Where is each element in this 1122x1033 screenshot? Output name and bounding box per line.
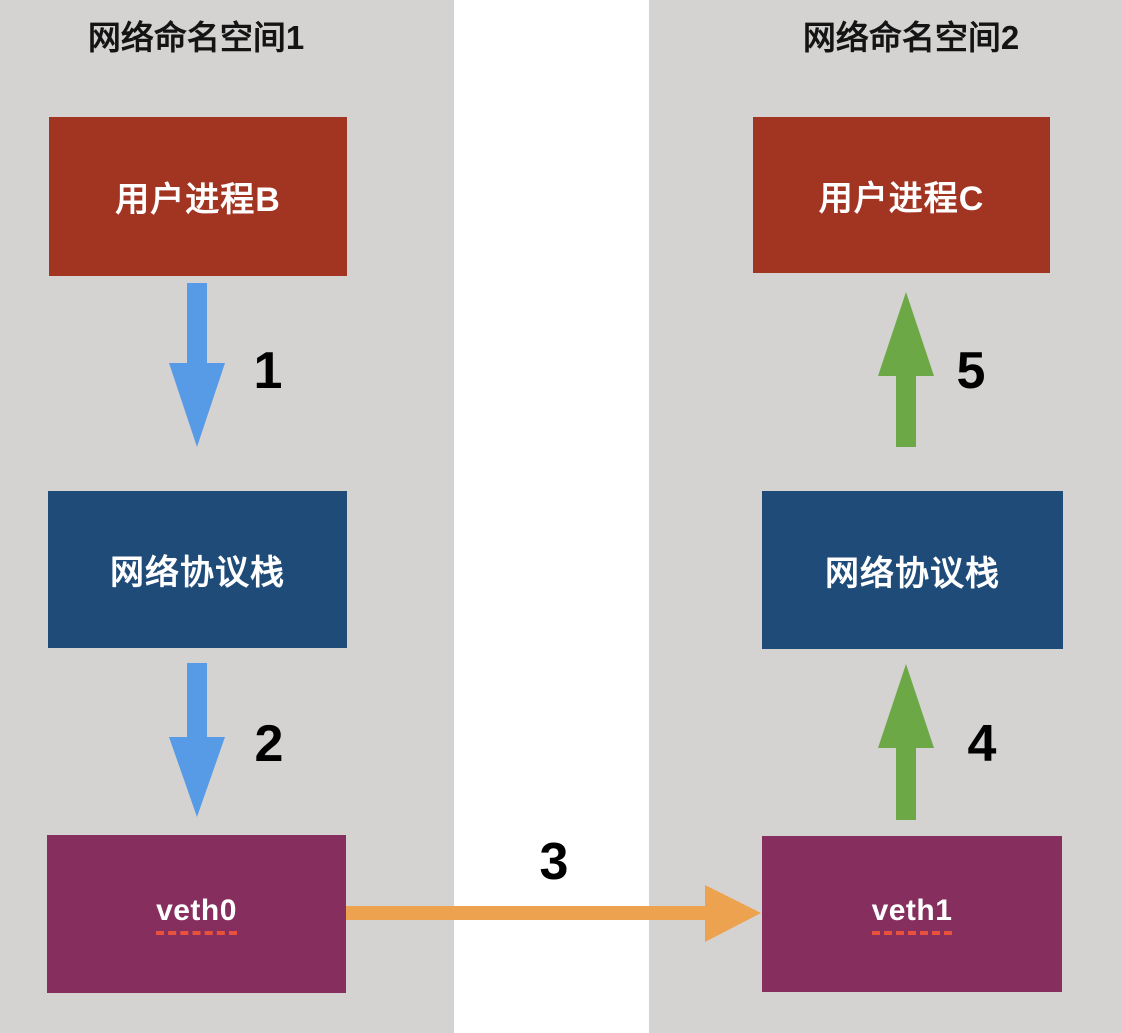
ns2-network-stack-label: 网络协议栈 [825, 554, 1000, 593]
step3-number-label: 3 [539, 833, 569, 891]
step5-number-label: 5 [956, 342, 986, 400]
ns2-veth1-label: veth1 [871, 894, 953, 935]
ns1-veth0-box: veth0 [47, 835, 346, 993]
namespace1-title: 网络命名空间1 [87, 19, 305, 56]
ns1-network-stack-label: 网络协议栈 [110, 554, 285, 592]
step2-down-arrow-icon [169, 663, 225, 817]
step2-number-label: 2 [254, 715, 284, 773]
ns2-user-process-label: 用户进程C [818, 179, 985, 218]
step4-number-label: 4 [967, 715, 997, 773]
step3-right-arrow-icon [346, 885, 761, 942]
step1-down-arrow-icon [169, 283, 225, 447]
ns2-user-process-box: 用户进程C [753, 117, 1050, 273]
ns1-user-process-box: 用户进程B [49, 117, 347, 276]
step5-up-arrow-icon [878, 292, 934, 447]
ns1-user-process-label: 用户进程B [115, 181, 281, 219]
ns2-veth1-box: veth1 [762, 836, 1062, 992]
ns2-network-stack-box: 网络协议栈 [762, 491, 1063, 649]
namespace2-title: 网络命名空间2 [802, 19, 1020, 56]
ns1-veth0-label: veth0 [156, 894, 237, 935]
step4-up-arrow-icon [878, 664, 934, 820]
step1-number-label: 1 [253, 342, 283, 400]
ns1-network-stack-box: 网络协议栈 [48, 491, 347, 648]
